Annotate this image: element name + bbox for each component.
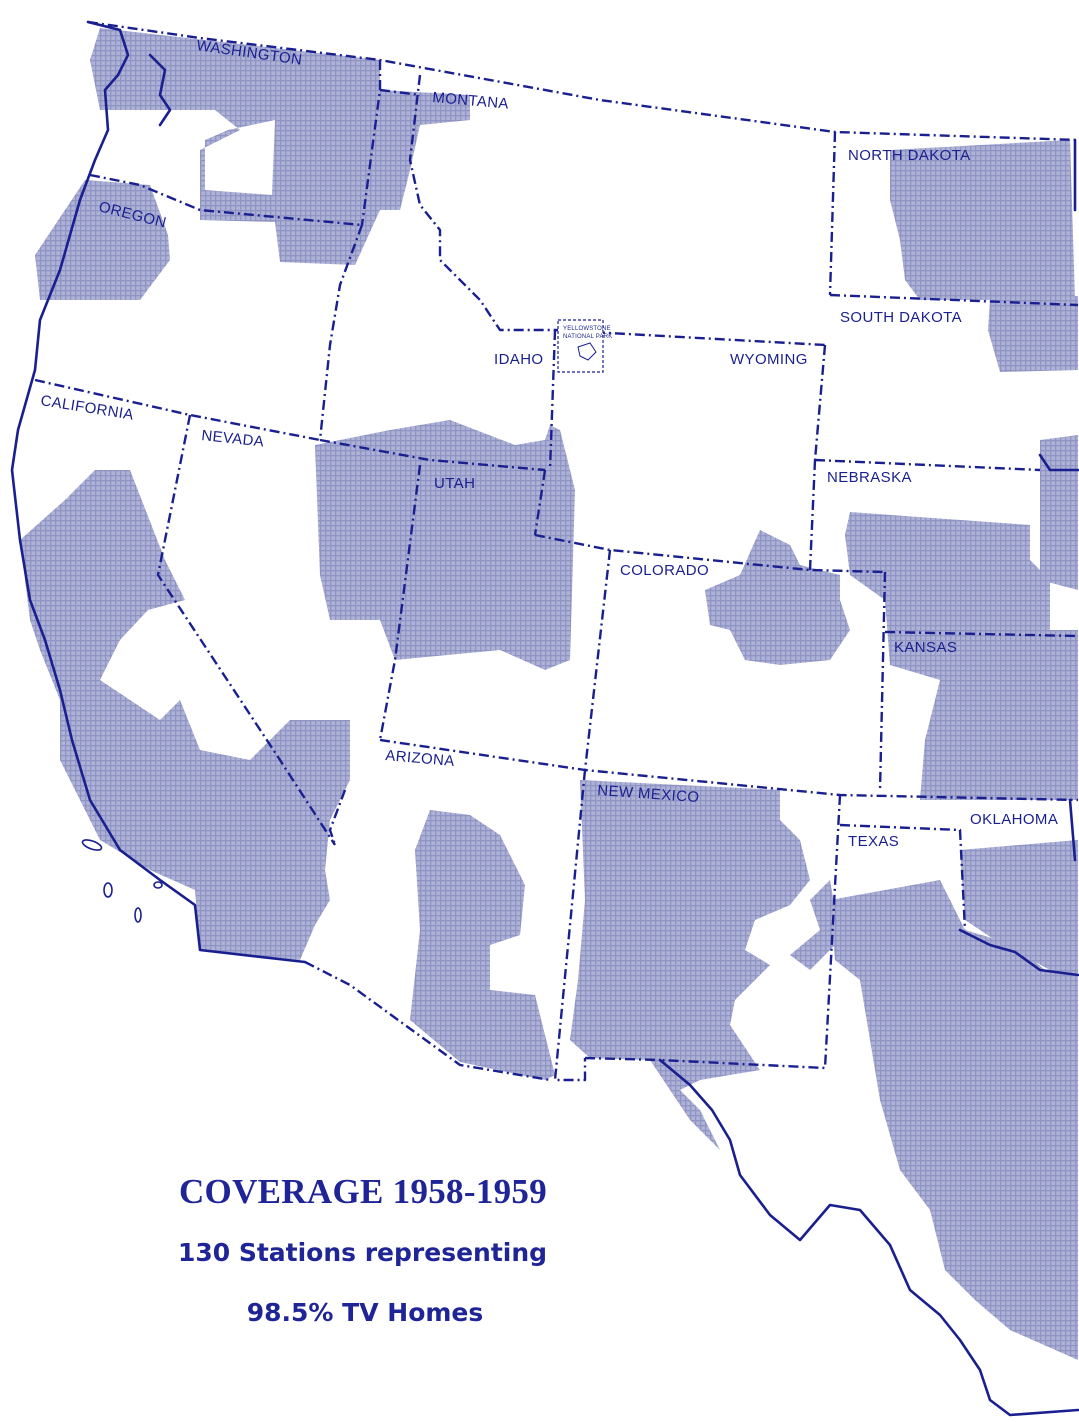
- coverage-south-dakota: [988, 296, 1078, 372]
- ca-az-border: [328, 789, 347, 846]
- coverage-oklahoma: [960, 840, 1078, 970]
- pacific-coastline: [10, 20, 307, 964]
- coverage-arizona: [410, 810, 555, 1080]
- missouri-river-sd: [1038, 453, 1079, 472]
- nm-tx-border: [659, 794, 842, 1070]
- yellowstone-park: YELLOWSTONE NATIONAL PARK: [557, 319, 613, 373]
- az-mexico-border: [304, 960, 551, 1082]
- nv-ut-az-border: [378, 464, 422, 741]
- state-label-wyoming: WYOMING: [730, 351, 808, 368]
- nd-border-west: [828, 131, 837, 296]
- state-label-nebraska: NEBRASKA: [827, 469, 912, 486]
- state-label-montana: MONTANA: [432, 89, 510, 113]
- island-4: [153, 881, 163, 889]
- ca-nv-border: [156, 414, 337, 846]
- state-label-utah: UTAH: [434, 475, 475, 492]
- rio-grande: [658, 1058, 1079, 1417]
- island-2: [103, 882, 113, 898]
- co-ks-border: [878, 571, 887, 791]
- state-label-nevada: NEVADA: [201, 427, 265, 450]
- state-label-south-dakota: SOUTH DAKOTA: [840, 309, 962, 326]
- coverage-title: COVERAGE 1958-1959: [178, 1172, 548, 1211]
- channel-islands: [81, 839, 163, 923]
- id-mt-border: [408, 74, 555, 332]
- coverage-kansas-nebraska: [845, 512, 1078, 800]
- state-label-colorado: COLORADO: [620, 562, 709, 579]
- id-nv-ut-border: [319, 438, 546, 472]
- park-label-line1: YELLOWSTONE: [563, 326, 611, 332]
- canada-border: [87, 20, 1079, 142]
- ut-wy-border: [533, 469, 547, 536]
- wa-or-border: [89, 173, 363, 227]
- or-id-border: [318, 224, 364, 441]
- coverage-north-dakota: [890, 140, 1075, 300]
- nm-mexico-border: [584, 1056, 661, 1062]
- state-label-california: CALIFORNIA: [39, 392, 135, 423]
- az-ut-nm-co-border: [379, 738, 1079, 802]
- okla-east-border: [1068, 798, 1077, 862]
- state-label-arizona: ARIZONA: [385, 747, 456, 770]
- coverage-areas: [20, 28, 1078, 1360]
- ne-ks-border: [884, 630, 1079, 638]
- state-label-oklahoma: OKLAHOMA: [970, 811, 1058, 828]
- tv-homes-text: 98.5% TV Homes: [246, 1298, 484, 1327]
- mt-nd-divide: [379, 88, 421, 97]
- state-label-north-dakota: NORTH DAKOTA: [848, 147, 971, 164]
- state-label-idaho: IDAHO: [494, 351, 544, 368]
- coverage-oregon: [35, 180, 170, 300]
- island-1: [81, 839, 103, 851]
- coverage-california: [20, 470, 350, 960]
- ut-co-border: [583, 549, 612, 771]
- coverage-colorado: [705, 530, 850, 665]
- wy-co-border: [534, 533, 886, 574]
- coverage-washington: [90, 28, 470, 265]
- puget-sound: [148, 53, 172, 127]
- coastline: [10, 20, 1079, 1417]
- state-label-kansas: KANSAS: [894, 639, 957, 656]
- island-3: [134, 907, 142, 923]
- id-wy-border: [548, 329, 557, 471]
- ne-sd-border: [814, 458, 1041, 472]
- sd-wy-border: [813, 344, 827, 461]
- coverage-texas: [830, 880, 1078, 1360]
- coverage-utah-nevada: [315, 420, 575, 670]
- stations-count-text: 130 Stations representing: [177, 1238, 548, 1267]
- state-label-texas: TEXAS: [848, 833, 899, 850]
- red-river: [958, 928, 1079, 977]
- nd-sd-border: [829, 293, 1079, 307]
- ok-panhandle-border: [839, 823, 967, 931]
- park-boundary: [557, 319, 604, 373]
- or-ca-nv-border: [34, 378, 321, 442]
- coverage-new-mexico-texas: [570, 780, 840, 1150]
- coverage-nebraska-east: [1040, 435, 1078, 590]
- wy-ne-border: [808, 459, 817, 571]
- yellowstone-lake-icon: [577, 342, 597, 361]
- az-nm-border: [553, 769, 587, 1082]
- park-label-line2: NATIONAL PARK: [563, 334, 613, 340]
